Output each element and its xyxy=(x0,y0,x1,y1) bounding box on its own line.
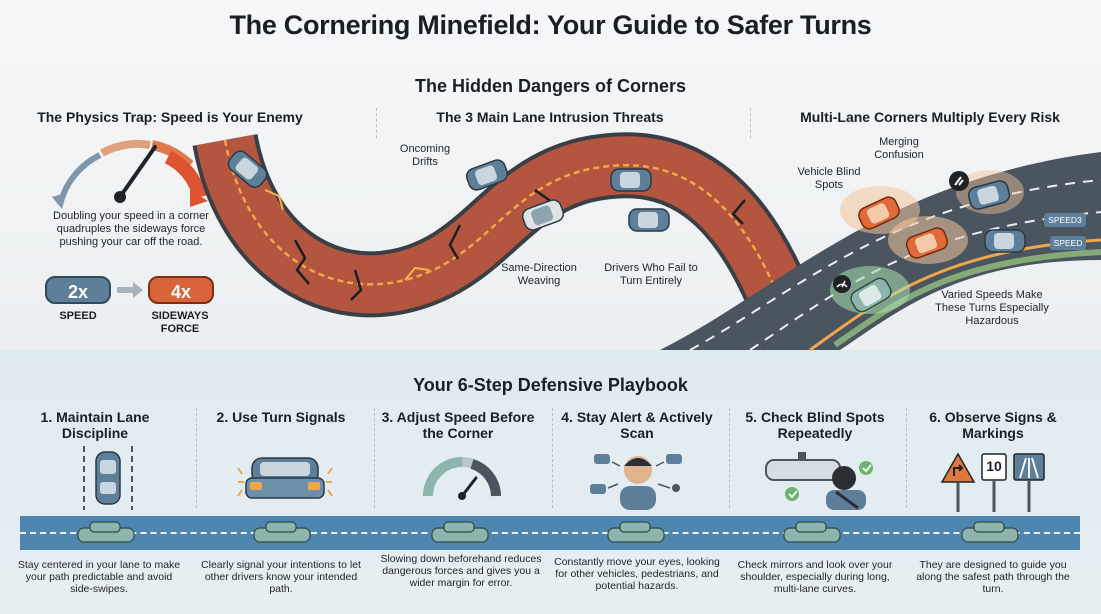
oncoming-drifts-label: Oncoming Drifts xyxy=(399,143,451,168)
fail-turn-label: Drivers Who Fail to Turn Entirely xyxy=(604,262,698,287)
car-weaving xyxy=(521,199,565,231)
sign-number: 10 xyxy=(986,458,1002,474)
alert-driver-icon xyxy=(590,454,682,510)
road-signs-icon xyxy=(940,452,1045,512)
merge-warning-icon xyxy=(949,171,969,191)
step-1-title: 1. Maintain Lane Discipline xyxy=(40,409,150,441)
playbook-panel xyxy=(0,350,1101,614)
speed-gauge-icon xyxy=(833,275,851,293)
car-orange-2 xyxy=(905,227,949,259)
step-5-car-icon xyxy=(783,521,841,543)
physics-caption: Doubling your speed in a corner quadrupl… xyxy=(53,210,209,248)
force-label: SIDEWAYS FORCE xyxy=(151,310,209,335)
playbook-heading: Your 6-Step Defensive Playbook xyxy=(413,375,688,395)
divider xyxy=(196,408,197,508)
step-6-car-icon xyxy=(961,521,1019,543)
divider xyxy=(750,108,751,138)
speed-label: SPEED xyxy=(59,310,97,322)
car-fail-turn xyxy=(628,208,670,232)
merging-label: Merging Confusion xyxy=(874,136,924,161)
step-4-car-icon xyxy=(607,521,665,543)
step-2-title: 2. Use Turn Signals xyxy=(216,409,346,425)
force-badge: 4x xyxy=(148,276,214,304)
arrow-right-icon xyxy=(117,282,143,298)
dangers-heading: The Hidden Dangers of Corners xyxy=(414,76,687,96)
car-drifting xyxy=(227,150,268,188)
divider xyxy=(729,408,730,508)
step-3-title: 3. Adjust Speed Before the Corner xyxy=(381,409,535,441)
step-4-title: 4. Stay Alert & Actively Scan xyxy=(561,409,713,441)
step-5-title: 5. Check Blind Spots Repeatedly xyxy=(745,409,885,441)
speed-badge: 2x xyxy=(45,276,111,304)
speed-sign-1: SPEED3 xyxy=(1044,213,1086,227)
step-6-text: They are designed to guide you along the… xyxy=(916,559,1070,595)
step-3-text: Slowing down beforehand reduces dangerou… xyxy=(380,553,542,589)
car-lane-1 xyxy=(610,168,652,192)
car-teal xyxy=(850,277,892,313)
car-oncoming xyxy=(465,159,509,191)
step-1-text: Stay centered in your lane to make your … xyxy=(17,559,181,595)
varied-speeds-label: Varied Speeds Make These Turns Especiall… xyxy=(935,289,1049,327)
speed-sign-2: SPEED xyxy=(1050,236,1086,250)
multilane-heading: Multi-Lane Corners Multiply Every Risk xyxy=(800,109,1060,125)
car-blue-2 xyxy=(984,229,1026,253)
lane-car-icon xyxy=(83,446,133,510)
speedometer-icon xyxy=(52,140,208,209)
speed-gauge-large-icon xyxy=(423,457,501,500)
divider xyxy=(552,408,553,508)
divider xyxy=(906,408,907,508)
winding-road-illustration xyxy=(192,132,827,351)
step-1-car-icon xyxy=(77,521,135,543)
main-title: The Cornering Minefield: Your Guide to S… xyxy=(229,10,872,40)
weaving-label: Same-Direction Weaving xyxy=(501,262,577,287)
threats-heading: The 3 Main Lane Intrusion Threats xyxy=(436,109,664,125)
divider xyxy=(376,108,377,138)
step-4-text: Constantly move your eyes, looking for o… xyxy=(554,556,720,592)
car-blue-1 xyxy=(967,180,1011,210)
step-2-car-icon xyxy=(253,521,311,543)
step-3-car-icon xyxy=(431,521,489,543)
divider xyxy=(374,408,375,508)
car-orange-1 xyxy=(858,196,900,230)
playbook-road xyxy=(20,516,1080,550)
step-5-text: Check mirrors and look over your shoulde… xyxy=(737,559,893,595)
step-2-text: Clearly signal your intentions to let ot… xyxy=(201,559,361,595)
turn-signal-car-icon xyxy=(237,457,333,499)
blind-spots-label: Vehicle Blind Spots xyxy=(797,166,861,191)
step-6-title: 6. Observe Signs & Markings xyxy=(929,409,1057,441)
physics-heading: The Physics Trap: Speed is Your Enemy xyxy=(37,109,303,125)
blind-spot-mirror-icon xyxy=(765,452,873,510)
